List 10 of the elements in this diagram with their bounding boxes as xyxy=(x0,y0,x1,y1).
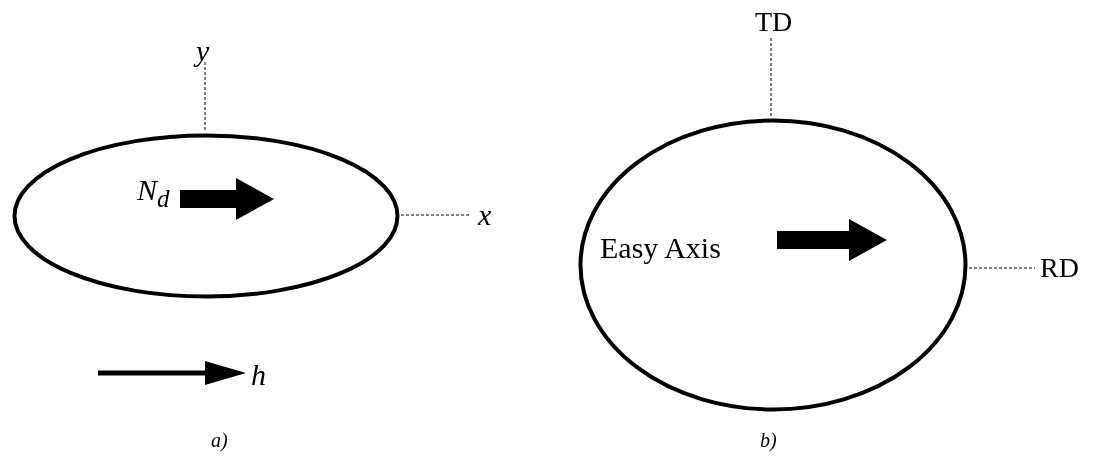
axis-label: TD xyxy=(755,8,793,36)
ellipse xyxy=(12,133,400,299)
panel-label: a) xyxy=(211,430,228,450)
vector-label: h xyxy=(251,360,266,390)
ellipse xyxy=(578,118,968,412)
symbol-label: N$_{d}$ xyxy=(137,175,170,211)
axis-label: x xyxy=(478,200,492,230)
panel-label: b) xyxy=(760,430,777,450)
axis-label: RD xyxy=(1040,254,1079,282)
node-label: Easy Axis xyxy=(600,233,721,263)
